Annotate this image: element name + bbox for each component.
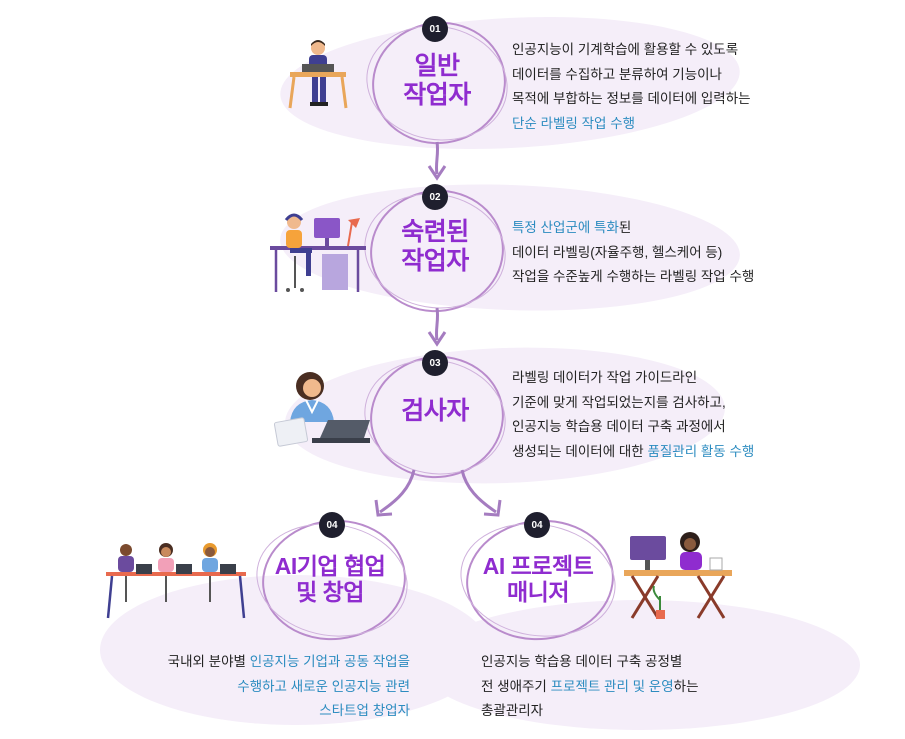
step-badge: 02 <box>422 184 448 210</box>
step-title: AI 프로젝트 매니저 <box>482 553 594 606</box>
arrow-down-left-icon <box>374 469 416 517</box>
arrow-down-icon <box>427 141 447 181</box>
step-badge: 03 <box>422 350 448 376</box>
step-description: 인공지능 학습용 데이터 구축 공정별 전 생애주기 프로젝트 관리 및 운영하… <box>481 654 699 718</box>
manager-at-desk-illustration <box>624 532 732 619</box>
step-title: 일반 작업자 <box>403 52 471 109</box>
arrow-down-right-icon <box>460 469 502 517</box>
team-collaboration-illustration <box>106 543 246 619</box>
step-title: 검사자 <box>401 397 469 425</box>
step-description: 국내외 분야별 인공지능 기업과 공동 작업을 수행하고 새로운 인공지능 관련… <box>167 654 410 718</box>
step-badge: 04 <box>319 512 345 538</box>
step-title: AI기업 협업 및 창업 <box>274 553 386 606</box>
inspector-at-laptop-illustration <box>273 372 370 447</box>
arrow-down-icon <box>427 307 447 347</box>
step-badge: 04 <box>524 512 550 538</box>
step-title: 숙련된 작업자 <box>401 218 469 275</box>
step-description: 라벨링 데이터가 작업 가이드라인 기준에 맞게 작업되었는지를 검사하고, 인… <box>512 370 755 459</box>
step-description: 인공지능이 기계학습에 활용할 수 있도록 데이터를 수집하고 분류하여 기능이… <box>512 42 751 131</box>
bg-wash-5 <box>420 600 860 730</box>
man-at-desk-illustration <box>288 40 348 109</box>
woman-at-computer-illustration <box>270 213 366 292</box>
step-badge: 01 <box>422 16 448 42</box>
step-description: 특정 산업군에 특화된 데이터 라벨링(자율주행, 헬스케어 등) 작업을 수준… <box>512 220 755 284</box>
